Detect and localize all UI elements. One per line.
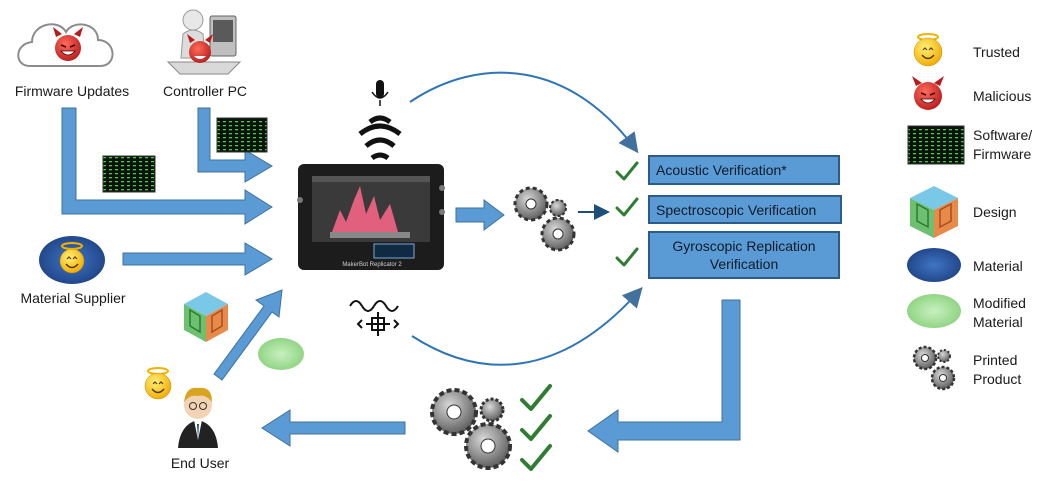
arrow-verification-to-products xyxy=(587,299,741,453)
gyroscopic-verification-label-line2: Verification xyxy=(709,256,779,272)
legend-software-label: Software/ Firmware xyxy=(973,126,1032,164)
spectroscopic-verification-label: Spectroscopic Verification xyxy=(656,201,817,218)
printer-brand-label: MakerBot Replicator 2 xyxy=(342,262,402,268)
controller-pc-label: Controller PC xyxy=(162,83,248,99)
legend-malicious-label: Malicious xyxy=(973,88,1032,104)
trusted-face-icon xyxy=(144,367,172,400)
legend-material-label: Material xyxy=(973,258,1023,274)
arrow-firmware-to-printer xyxy=(61,107,273,225)
spectroscopic-verification-box: Spectroscopic Verification xyxy=(648,195,842,224)
design-cube-icon xyxy=(910,186,958,238)
trusted-face-icon xyxy=(59,242,85,274)
gyroscopic-verification-label-line1: Gyroscopic Replication xyxy=(672,238,816,254)
legend-software-line1: Software/ xyxy=(973,127,1033,143)
check-icon xyxy=(520,384,552,411)
end-user-person-icon xyxy=(178,387,218,448)
check-icon xyxy=(615,247,639,267)
malicious-face-icon xyxy=(53,27,83,61)
check-icon xyxy=(520,414,552,441)
trusted-face-icon xyxy=(913,33,943,67)
arrow-printer-to-gears xyxy=(455,199,505,231)
computer-icon xyxy=(166,9,242,75)
microphone-icon xyxy=(371,80,389,106)
gears-icon xyxy=(430,388,512,470)
curve-acoustic xyxy=(409,71,639,154)
3d-printer-image: MakerBot Replicator 2 xyxy=(297,164,445,270)
gears-icon xyxy=(513,186,576,252)
acoustic-verification-box: Acoustic Verification* xyxy=(648,155,840,185)
check-icon xyxy=(615,161,639,181)
modified-material-disc-icon xyxy=(907,294,961,328)
malicious-face-icon xyxy=(187,34,213,63)
curve-gyroscopic xyxy=(411,287,643,366)
material-supplier-label: Material Supplier xyxy=(20,290,126,306)
gyroscope-sensor-icon xyxy=(349,300,400,336)
malicious-face-icon xyxy=(912,76,944,110)
design-cube-icon xyxy=(184,292,228,342)
arrow-controller-to-printer xyxy=(197,107,273,183)
modified-material-disc-icon xyxy=(258,338,304,370)
gears-icon xyxy=(912,345,956,391)
legend-modified-line2: Material xyxy=(973,314,1023,330)
legend-printed-line1: Printed xyxy=(973,352,1018,368)
arrow-material-to-printer xyxy=(122,242,273,276)
software-firmware-icon xyxy=(216,117,268,153)
legend-modified-line1: Modified xyxy=(973,295,1026,311)
legend-modified-material-label: Modified Material xyxy=(973,294,1026,332)
end-user-label: End User xyxy=(170,455,230,471)
check-icon xyxy=(520,444,552,471)
signal-waves-icon xyxy=(358,115,402,161)
arrow-products-to-enduser xyxy=(261,409,406,447)
software-firmware-icon xyxy=(102,155,156,193)
legend-design-label: Design xyxy=(973,204,1017,220)
legend-software-line2: Firmware xyxy=(973,146,1032,162)
arrow-enduser-to-printer xyxy=(213,289,283,381)
gyroscopic-verification-box: Gyroscopic Replication Verification xyxy=(648,231,840,279)
legend-printed-line2: Product xyxy=(973,371,1022,387)
check-icon xyxy=(615,197,639,217)
legend-trusted-label: Trusted xyxy=(973,44,1020,60)
legend-printed-product-label: Printed Product xyxy=(973,351,1021,389)
firmware-updates-label: Firmware Updates xyxy=(14,83,130,99)
material-disc-icon xyxy=(907,248,961,282)
acoustic-verification-label: Acoustic Verification* xyxy=(656,162,787,178)
software-firmware-icon xyxy=(907,125,965,165)
